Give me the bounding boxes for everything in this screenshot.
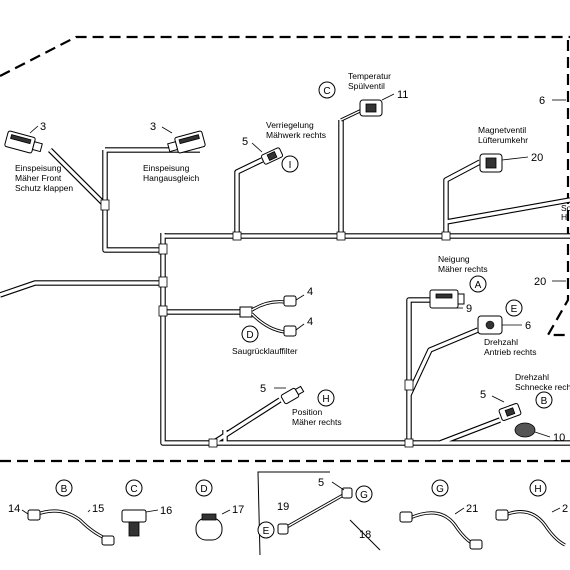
spare-part-b4: 5 19 18 G E <box>257 471 381 556</box>
svg-text:B: B <box>61 484 68 495</box>
part-number: 9 <box>466 303 472 315</box>
sensor-drehzahl-antrieb: 6 E Drehzahl Antrieb rechts <box>477 299 536 357</box>
svg-text:So: So <box>561 203 570 213</box>
svg-text:I: I <box>289 160 292 171</box>
spare-part-b3: 17 D <box>195 479 244 541</box>
part-number: 11 <box>397 89 408 101</box>
sensor-temperatur-spuelventil: 11 C Temperatur Spülventil <box>318 71 408 122</box>
spare-part-b6: 2 H <box>495 479 568 547</box>
svg-text:Schnecke rechts: Schnecke rechts <box>515 382 570 392</box>
sensor-saugruecklauffilter: 4 4 D Saugrücklauffilter <box>232 286 313 356</box>
svg-text:D: D <box>246 330 253 341</box>
svg-text:Mähwerk rechts: Mähwerk rechts <box>266 130 326 140</box>
part-number: 6 <box>539 95 545 107</box>
svg-text:G: G <box>436 484 444 495</box>
connector-magnetventil-luefterumkehr: 20 Magnetventil Lüfterumkehr <box>478 125 543 173</box>
spare-part-b2: 16 C <box>121 479 172 537</box>
part-number: 21 <box>466 503 478 515</box>
svg-text:Neigung: Neigung <box>438 254 470 264</box>
part-number: 14 <box>8 503 20 515</box>
svg-text:Mäher rechts: Mäher rechts <box>292 417 342 427</box>
edge-labels: 6 20 So Hi <box>534 95 570 288</box>
part-number: 2 <box>562 503 568 515</box>
svg-text:G: G <box>360 490 368 501</box>
spare-part-b5: 21 G <box>399 479 483 550</box>
boundary-lines <box>0 35 570 463</box>
part-number: 5 <box>260 383 266 395</box>
svg-text:Schutz klappen: Schutz klappen <box>15 183 73 193</box>
svg-text:E: E <box>263 526 270 537</box>
svg-text:D: D <box>200 484 207 495</box>
svg-text:E: E <box>511 304 518 315</box>
part-number: 19 <box>277 501 289 513</box>
part-number: 3 <box>150 121 156 133</box>
part-number: 10 <box>553 432 565 444</box>
svg-text:Magnetventil: Magnetventil <box>478 125 526 135</box>
sensor-verriegelung-maehwerk: 5 I Verriegelung Mähwerk rechts <box>242 120 326 173</box>
part-number: 5 <box>318 477 324 489</box>
main-harness <box>0 120 570 448</box>
part-number: 16 <box>160 505 172 517</box>
svg-text:Lüfterumkehr: Lüfterumkehr <box>478 135 528 145</box>
svg-text:Saugrücklauffilter: Saugrücklauffilter <box>232 346 298 356</box>
sensor-position-maeher: 5 H Position Mäher rechts <box>260 383 342 427</box>
part-number: 18 <box>359 529 371 541</box>
part-number: 4 <box>307 286 313 298</box>
part-number: 20 <box>531 152 543 164</box>
svg-text:Drehzahl: Drehzahl <box>515 372 549 382</box>
svg-text:Hi: Hi <box>561 212 569 222</box>
svg-text:Mäher Front: Mäher Front <box>15 173 62 183</box>
connector-einspeisung-maeher-front: 3 Einspeisung Mäher Front Schutz klappen <box>4 121 73 193</box>
svg-text:Hangausgleich: Hangausgleich <box>143 173 200 183</box>
part-number: 17 <box>232 504 244 516</box>
svg-text:Spülventil: Spülventil <box>348 81 385 91</box>
part-number: 4 <box>307 316 313 328</box>
svg-text:B: B <box>541 396 548 407</box>
svg-text:H: H <box>534 484 541 495</box>
part-number: 5 <box>480 389 486 401</box>
svg-text:Antrieb rechts: Antrieb rechts <box>484 347 536 357</box>
svg-text:Temperatur: Temperatur <box>348 71 391 81</box>
part-number: 3 <box>40 121 46 133</box>
sensor-drehzahl-schnecke: 5 10 B Drehzahl Schnecke rechts <box>480 372 570 444</box>
connector-einspeisung-hangausgleich: 3 Einspeisung Hangausgleich <box>143 121 206 183</box>
svg-text:Einspeisung: Einspeisung <box>15 163 62 173</box>
part-number: 15 <box>92 503 104 515</box>
svg-text:Position: Position <box>292 407 323 417</box>
svg-text:H: H <box>322 394 329 405</box>
part-number: 5 <box>242 136 248 148</box>
svg-text:C: C <box>323 86 330 97</box>
part-number: 6 <box>525 320 531 332</box>
svg-text:Mäher rechts: Mäher rechts <box>438 264 488 274</box>
svg-text:Einspeisung: Einspeisung <box>143 163 190 173</box>
svg-text:Drehzahl: Drehzahl <box>484 337 518 347</box>
part-number: 20 <box>534 276 546 288</box>
svg-text:Verriegelung: Verriegelung <box>266 120 314 130</box>
svg-text:A: A <box>475 280 482 291</box>
connector-neigung-maeher: 9 A Neigung Mäher rechts <box>429 254 488 315</box>
spare-part-b1: 14 15 B <box>8 479 115 546</box>
svg-text:C: C <box>130 484 137 495</box>
